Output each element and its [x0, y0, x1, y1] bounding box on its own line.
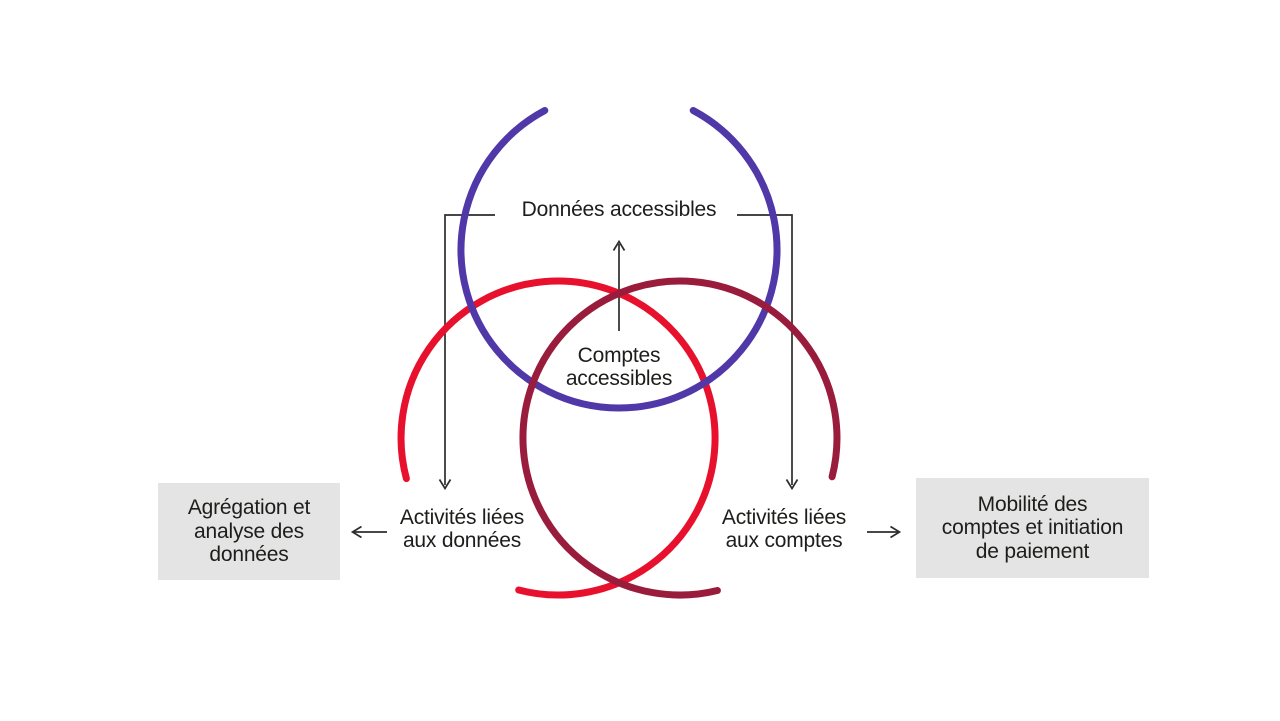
- right-arrowhead-icon: [890, 525, 902, 539]
- outcome-box-agregation: Agrégation et analyse des données: [158, 483, 340, 580]
- down-arrowhead-right-icon: [785, 479, 799, 491]
- label-activites-liees-donnees: Activités liées aux données: [399, 506, 525, 552]
- circle-arc-activites-comptes: [519, 277, 841, 599]
- connector-lines: [350, 214, 902, 539]
- label-activites-liees-comptes: Activités liées aux comptes: [721, 506, 847, 552]
- label-comptes-accessibles: Comptes accessibles: [565, 344, 673, 390]
- down-arrowhead-left-icon: [438, 479, 452, 491]
- circle-arc-donnees-accessibles: [457, 107, 781, 412]
- outcome-box-mobilite: Mobilité des comptes et initiation de pa…: [916, 478, 1149, 578]
- circle-arc-activites-donnees: [397, 277, 719, 599]
- up-arrowhead-icon: [612, 239, 626, 251]
- left-bracket-line: [444, 214, 495, 485]
- label-donnees-accessibles: Données accessibles: [521, 198, 717, 221]
- left-arrowhead-icon: [350, 525, 362, 539]
- right-bracket-line: [737, 214, 793, 485]
